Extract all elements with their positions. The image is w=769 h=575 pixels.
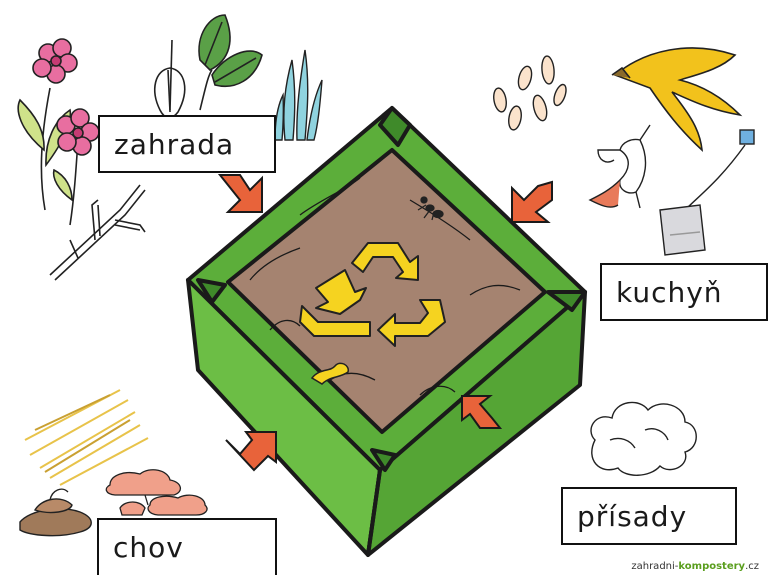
arrow-kitchen bbox=[512, 182, 552, 222]
straw-icon bbox=[25, 390, 148, 485]
peanut-shells-icon bbox=[492, 56, 568, 131]
arrow-garden bbox=[220, 175, 262, 212]
label-kitchen: kuchyň bbox=[600, 263, 768, 321]
banana-peel-icon bbox=[612, 48, 740, 150]
leaf-icon bbox=[155, 15, 262, 118]
cotton-wool-icon bbox=[591, 402, 696, 475]
tea-bag-icon bbox=[660, 130, 754, 255]
credit-suffix: .cz bbox=[745, 561, 759, 572]
grass-icon bbox=[275, 50, 322, 140]
credit-brand: kompostery bbox=[678, 561, 745, 572]
fungi-icon bbox=[106, 470, 207, 515]
flower-icon bbox=[18, 39, 99, 225]
apple-core-icon bbox=[590, 125, 650, 208]
label-garden: zahrada bbox=[98, 115, 276, 173]
credit-prefix: zahradni- bbox=[631, 561, 678, 572]
site-credit: zahradni-kompostery.cz bbox=[631, 561, 759, 572]
branch-icon bbox=[50, 185, 145, 280]
label-animals: chov bbox=[97, 518, 277, 575]
label-additives: přísady bbox=[561, 487, 737, 545]
manure-icon bbox=[20, 489, 91, 535]
arrow-animals bbox=[226, 432, 276, 470]
